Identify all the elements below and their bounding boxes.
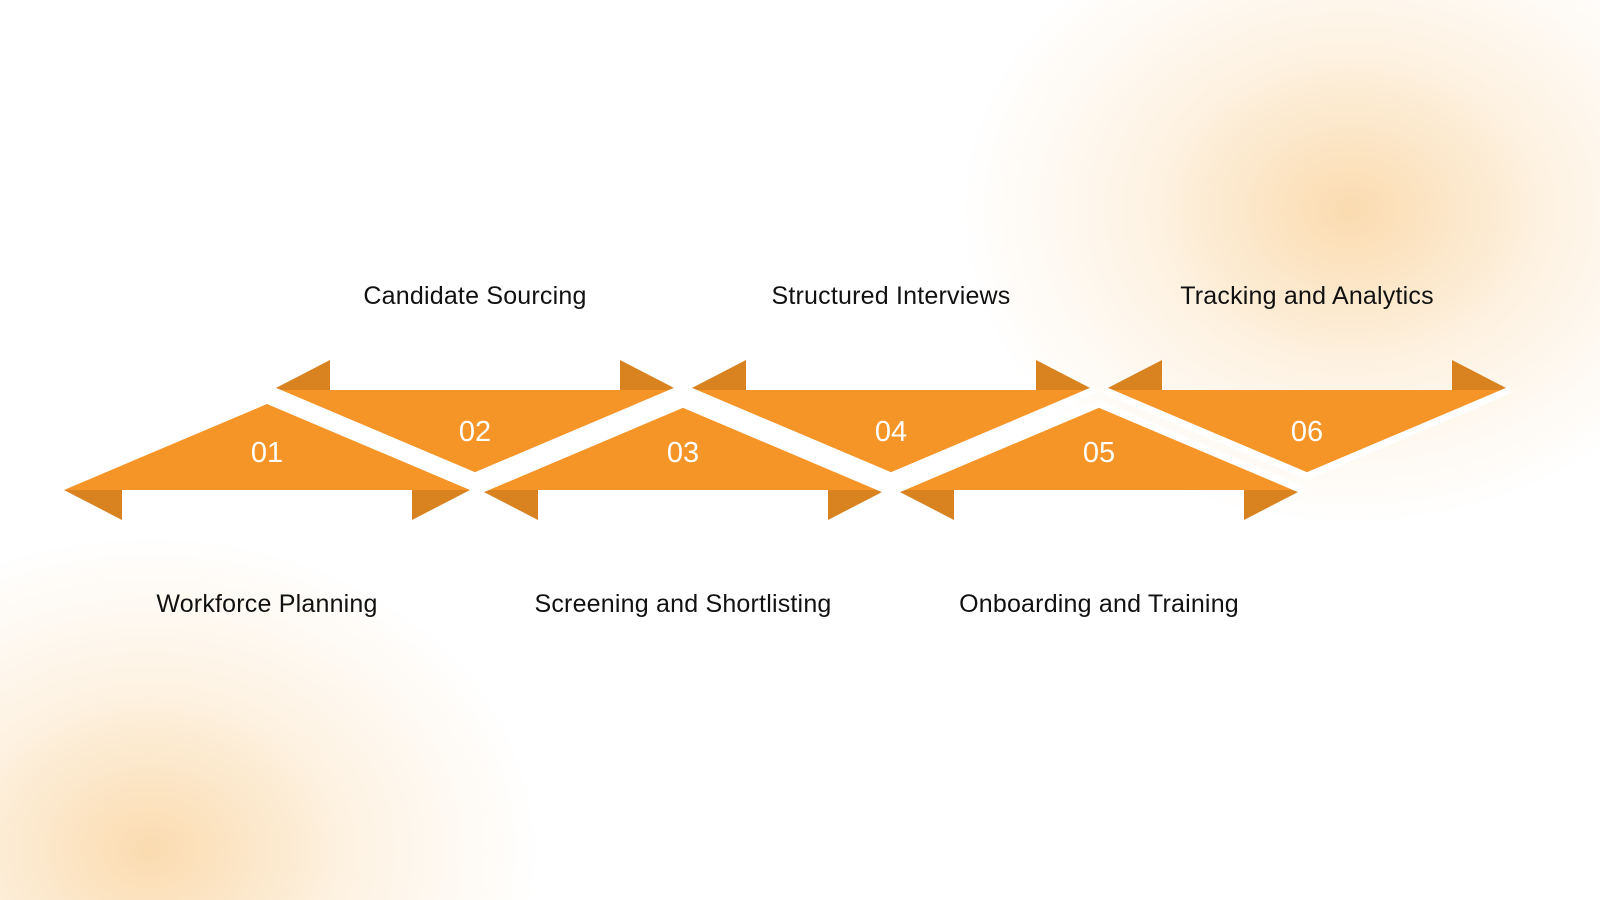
step-number-6: 06: [1291, 416, 1323, 448]
step-label-2: Candidate Sourcing: [363, 282, 587, 310]
ribbon-fold-right-3: [828, 488, 886, 520]
step-numbers: 01 02 03 04 05 06: [251, 416, 1323, 469]
step-label-5: Onboarding and Training: [959, 590, 1239, 618]
ribbon-fold-right-4: [1036, 360, 1094, 392]
ribbon-fold-right-6: [1452, 360, 1510, 392]
step-number-4: 04: [875, 416, 907, 448]
ribbon-separator-5: [894, 400, 1304, 494]
ribbon-fold-left-5: [896, 488, 954, 520]
ribbon-fold-right-5: [1244, 488, 1302, 520]
ribbon-fold-left-6: [1104, 360, 1162, 392]
ribbon-separator-2: [270, 386, 680, 480]
ribbon-separator-6: [1102, 386, 1512, 480]
ribbon-band-6: [1104, 390, 1510, 476]
ribbon-bands: [64, 386, 1512, 494]
ribbon-band-4: [688, 390, 1094, 476]
ribbon-separator-3: [478, 400, 888, 494]
ribbon-fold-left-3: [480, 488, 538, 520]
step-label-6: Tracking and Analytics: [1180, 282, 1434, 310]
ribbon-fold-left-4: [688, 360, 746, 392]
step-number-3: 03: [667, 437, 699, 469]
ribbon-band-5: [896, 404, 1302, 490]
ribbon-folds: [64, 360, 1510, 520]
ribbon-band-1: [64, 404, 470, 490]
ribbon-fold-right-1: [412, 488, 470, 520]
ribbon-band-2: [272, 390, 678, 476]
ribbon-separator-4: [686, 386, 1096, 480]
ribbon-band-3: [480, 404, 886, 490]
ribbon-fold-left-2: [272, 360, 330, 392]
step-label-4: Structured Interviews: [771, 282, 1011, 310]
step-number-1: 01: [251, 437, 283, 469]
step-label-3: Screening and Shortlisting: [534, 590, 832, 618]
ribbon-fold-left-1: [64, 488, 122, 520]
step-number-2: 02: [459, 416, 491, 448]
step-label-1: Workforce Planning: [156, 590, 378, 618]
ribbon-fold-right-2: [620, 360, 678, 392]
step-number-5: 05: [1083, 437, 1115, 469]
